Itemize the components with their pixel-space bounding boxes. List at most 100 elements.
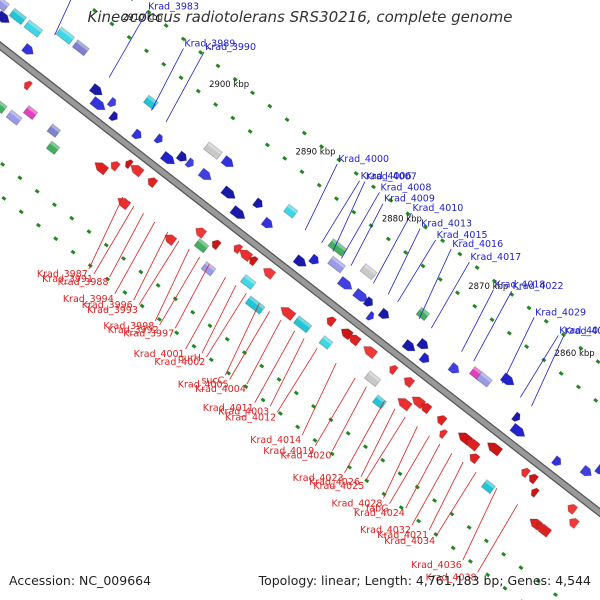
gene-label[interactable]: Krad_3989	[184, 38, 235, 49]
gene-label[interactable]: Krad_4002	[154, 357, 205, 368]
scale-tick	[345, 430, 351, 436]
gene-label[interactable]: Krad_4008	[380, 182, 431, 193]
gene-label[interactable]: Krad_4028	[331, 498, 382, 509]
gene-label[interactable]: Krad_4013	[421, 219, 472, 230]
gene-label[interactable]: Krad_3990	[205, 42, 256, 53]
gene-label[interactable]: Krad_4019	[263, 446, 314, 457]
gene-box	[202, 141, 224, 161]
gene-label[interactable]: Krad_3996	[82, 300, 133, 311]
gene-label[interactable]: sucC	[201, 375, 224, 386]
gene-label[interactable]: Krad_4023	[293, 473, 344, 484]
leader-line	[151, 48, 184, 111]
scale-tick	[334, 196, 340, 202]
leader-line	[462, 487, 498, 561]
plus-strand-gene	[401, 338, 416, 352]
plus-strand-gene	[593, 463, 600, 475]
minus-strand-gene	[130, 164, 145, 178]
gene-label[interactable]: Krad_3992	[108, 325, 159, 336]
leader-line	[332, 181, 366, 252]
gene-box	[71, 39, 90, 57]
gene-label[interactable]: Krad_3993	[87, 305, 138, 316]
gene-label[interactable]: Krad_4024	[354, 508, 405, 519]
scale-tick	[311, 403, 317, 409]
gene-box	[363, 370, 382, 388]
gene-label[interactable]: Krad_4018	[495, 280, 546, 291]
plus-strand-gene	[220, 154, 235, 168]
plus-strand-gene	[130, 128, 142, 140]
scale-tick	[17, 175, 23, 181]
leader-line	[54, 0, 72, 36]
plus-strand-gene	[20, 42, 35, 55]
gene-label[interactable]: Krad_4038	[426, 572, 477, 583]
leader-line	[321, 180, 360, 244]
scale-tick	[146, 9, 152, 15]
scale-tick	[432, 498, 438, 503]
gene-label[interactable]: Krad_4034	[384, 536, 435, 547]
scale-tick	[70, 249, 76, 255]
gene-label[interactable]: Krad_3997	[123, 328, 174, 339]
gene-label[interactable]: Krad_4022	[513, 281, 564, 292]
gene-label[interactable]: Krad_4003	[218, 406, 269, 417]
gene-label[interactable]: Krad_4012	[225, 412, 276, 423]
gene-label[interactable]: Krad_4036	[411, 560, 462, 571]
gene-label[interactable]: Krad_4031	[565, 326, 600, 337]
leader-line	[314, 377, 356, 447]
gene-label[interactable]: Krad_4026	[309, 477, 360, 488]
gene-label[interactable]: Krad_3987	[37, 269, 88, 280]
plus-strand-gene	[175, 150, 188, 162]
gene-label[interactable]: Krad_3994	[63, 294, 114, 305]
gene-label[interactable]: Krad_3988	[58, 277, 109, 288]
minus-strand-gene	[469, 453, 481, 465]
leader-line	[269, 338, 305, 407]
scale-tick	[156, 316, 162, 322]
minus-strand-gene	[420, 402, 433, 415]
minus-strand-gene	[280, 306, 297, 322]
leader-line	[301, 362, 337, 436]
gene-label[interactable]: purH	[178, 353, 201, 364]
gene-label[interactable]: fabG	[366, 504, 389, 515]
gene-label[interactable]: Krad_3983	[148, 1, 199, 12]
scale-tick	[242, 350, 248, 356]
scale-tick	[276, 377, 282, 382]
scale-tick	[18, 209, 24, 215]
scale-tick	[35, 222, 41, 228]
gene-label[interactable]: Krad_4017	[470, 252, 521, 263]
scale-tick	[121, 256, 127, 261]
scale-tick	[368, 223, 374, 228]
gene-label[interactable]: Krad_4000	[338, 154, 389, 165]
gene-label[interactable]: Krad_3998	[103, 321, 154, 332]
gene-box	[8, 7, 28, 26]
minus-strand-gene	[403, 376, 416, 389]
gene-label[interactable]: Krad_4014	[250, 435, 301, 446]
scale-tick	[543, 318, 549, 324]
gene-label[interactable]: Krad_4015	[437, 230, 488, 241]
gene-label[interactable]: Krad_4011	[203, 403, 254, 414]
gene-label[interactable]: Krad_4030	[559, 325, 600, 336]
gene-label[interactable]: Krad_4009	[384, 194, 435, 205]
gene-label[interactable]: Krad_4032	[360, 525, 411, 536]
scale-tick	[450, 545, 456, 551]
gene-label[interactable]: Krad_4004	[195, 384, 246, 395]
gene-label[interactable]: Krad_4021	[377, 530, 428, 541]
plus-strand-gene	[499, 371, 515, 386]
gene-label[interactable]: Krad_4016	[452, 239, 503, 250]
scale-tick	[207, 323, 213, 329]
gene-label[interactable]: Krad_4025	[313, 481, 364, 492]
gene-label[interactable]: Krad_4005	[178, 379, 229, 390]
gene-label[interactable]: Krad_4006	[361, 171, 412, 182]
plus-strand-gene	[229, 204, 246, 220]
leader-line	[88, 196, 124, 270]
gene-label[interactable]: Krad_4029	[535, 307, 586, 318]
gene-label[interactable]: Krad_4020	[280, 451, 331, 462]
gene-box	[327, 238, 348, 257]
gene-box	[326, 255, 347, 274]
gene-label[interactable]: Krad_4007	[366, 172, 417, 183]
minus-strand-gene	[94, 162, 110, 176]
gene-label[interactable]: Krad_3991	[42, 274, 93, 285]
scale-tick	[501, 551, 507, 557]
scale-tick	[178, 75, 184, 81]
scale-tick	[362, 444, 368, 450]
gene-label[interactable]: Krad_4010	[412, 203, 463, 214]
gene-label[interactable]: Krad_4001	[134, 349, 185, 360]
